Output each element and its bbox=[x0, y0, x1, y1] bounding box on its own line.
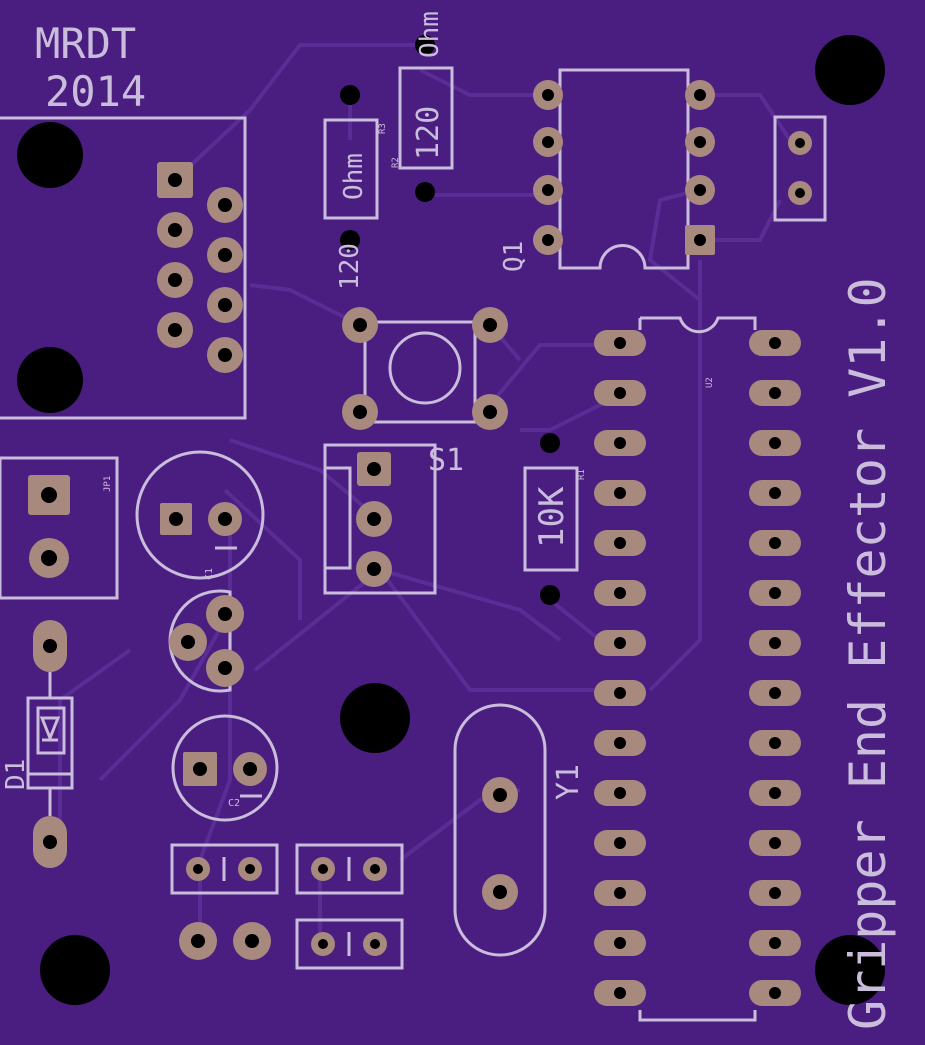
c2-designator: C2 bbox=[228, 798, 240, 809]
mounting-hole-bottom-right bbox=[815, 935, 885, 1005]
u2-pin-hole bbox=[769, 687, 781, 699]
header-2pin-bottom-b bbox=[295, 843, 404, 895]
u2-pin-hole bbox=[769, 537, 781, 549]
r3-unit-label: 120 bbox=[335, 243, 365, 290]
jumper-jp1: JP1 bbox=[0, 456, 119, 600]
mounting-hole-top-right bbox=[815, 35, 885, 105]
u2-pin-hole bbox=[769, 787, 781, 799]
year-label: 2014 bbox=[45, 67, 146, 116]
r3-designator: R3 bbox=[378, 123, 388, 134]
u2-pin-hole bbox=[769, 337, 781, 349]
resistor-r2: 120 Ohm R2 bbox=[391, 11, 454, 202]
copper-traces bbox=[58, 43, 792, 945]
resistor-r1: 10K R1 bbox=[523, 433, 587, 605]
r2-designator: R2 bbox=[391, 157, 401, 168]
u2-pin-hole bbox=[614, 937, 626, 949]
u2-pin-hole bbox=[614, 337, 626, 349]
u2-pin-hole bbox=[614, 437, 626, 449]
u2-designator: U2 bbox=[705, 377, 715, 388]
mounting-holes bbox=[17, 35, 885, 1005]
u2-pin-hole bbox=[769, 437, 781, 449]
capacitor-c2: C2 bbox=[171, 714, 279, 822]
mounting-hole-bottom-left bbox=[40, 935, 110, 1005]
ic-u2: U2 bbox=[594, 316, 801, 1022]
header-2pin-top-right bbox=[773, 115, 827, 222]
ic-q1: Q1 bbox=[499, 68, 715, 272]
r1-value-label: 10K bbox=[532, 486, 572, 548]
u2-pin-hole bbox=[769, 987, 781, 999]
s1-designator: S1 bbox=[428, 443, 464, 478]
regulator-to92 bbox=[168, 589, 244, 693]
u2-pins bbox=[594, 330, 801, 1006]
u2-pin-hole bbox=[614, 637, 626, 649]
u2-pin-hole bbox=[614, 987, 626, 999]
u2-pin-hole bbox=[614, 687, 626, 699]
r2-unit-label: Ohm bbox=[415, 11, 445, 58]
mounting-hole-center bbox=[340, 683, 410, 753]
u2-pin-hole bbox=[769, 937, 781, 949]
crystal-y1: Y1 bbox=[453, 703, 586, 957]
u2-pin-hole bbox=[769, 387, 781, 399]
resistor-r3: Ohm 120 R3 bbox=[323, 85, 388, 290]
u2-pin-hole bbox=[614, 537, 626, 549]
u2-pin-hole bbox=[769, 587, 781, 599]
u2-pin-hole bbox=[769, 737, 781, 749]
r3-value-label: Ohm bbox=[339, 153, 369, 200]
rj45-connector bbox=[0, 116, 247, 420]
y1-designator: Y1 bbox=[551, 764, 586, 800]
u2-pin-hole bbox=[614, 837, 626, 849]
d1-designator: D1 bbox=[1, 759, 31, 790]
u2-pin-hole bbox=[614, 787, 626, 799]
diode-d1: D1 bbox=[1, 620, 74, 868]
board-title: Gripper End Effector V1.0 bbox=[839, 277, 897, 1030]
u2-pin-hole bbox=[769, 887, 781, 899]
jp1-designator: JP1 bbox=[103, 476, 113, 492]
c1-designator: C1 bbox=[204, 568, 215, 580]
u2-pin-hole bbox=[614, 587, 626, 599]
u2-pin-hole bbox=[769, 837, 781, 849]
header-2pin-bottom-c bbox=[295, 918, 404, 970]
u2-pin-hole bbox=[769, 487, 781, 499]
capacitor-c1: C1 bbox=[135, 450, 265, 580]
pads-2pin-bottom-left bbox=[179, 922, 271, 960]
r1-designator: R1 bbox=[577, 469, 587, 480]
mounting-hole-rj45-bottom bbox=[17, 347, 83, 413]
u2-pin-hole bbox=[614, 487, 626, 499]
r2-value-label: 120 bbox=[411, 106, 446, 160]
mounting-hole-rj45-top bbox=[17, 122, 83, 188]
q1-designator: Q1 bbox=[499, 241, 529, 272]
u2-pin-hole bbox=[614, 737, 626, 749]
header-2pin-bottom-a bbox=[170, 843, 279, 895]
u2-pin-hole bbox=[614, 387, 626, 399]
push-button-s1: S1 bbox=[342, 307, 508, 478]
u2-pin-hole bbox=[614, 887, 626, 899]
u2-pin-hole bbox=[769, 637, 781, 649]
connector-3pin bbox=[323, 443, 437, 595]
team-label: MRDT bbox=[35, 19, 136, 68]
